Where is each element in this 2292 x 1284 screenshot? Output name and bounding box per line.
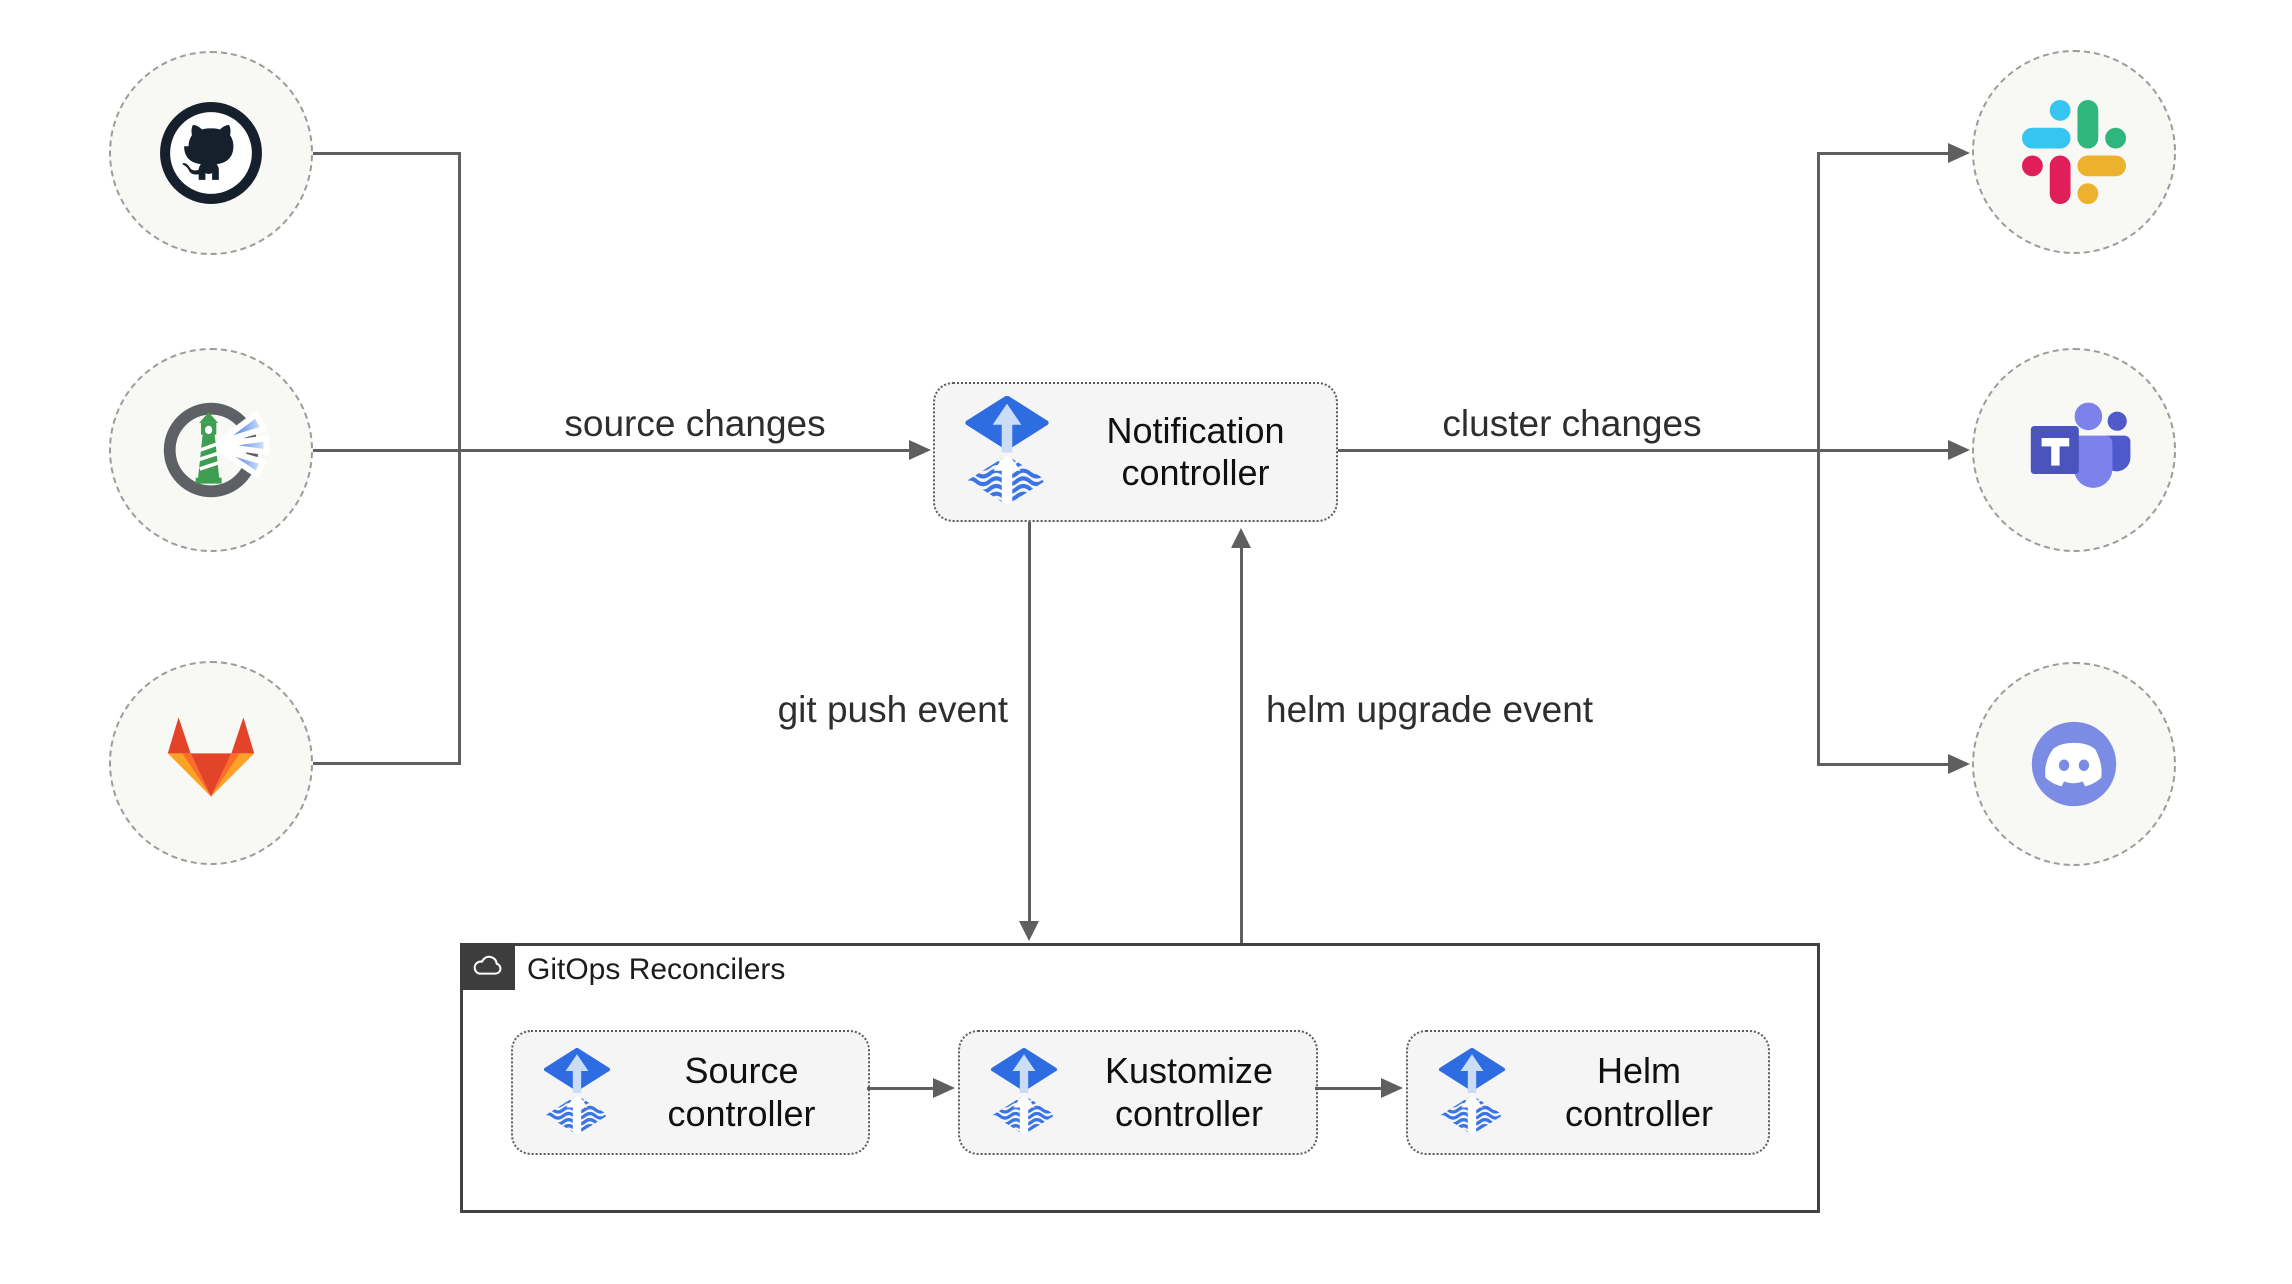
kustomize-controller-label-line2: controller <box>1114 1092 1264 1134</box>
gitops-reconcilers-group: GitOps Reconcilers Source controller Kus… <box>460 943 1820 1213</box>
edge-source-to-kustomize-arrowhead <box>933 1078 955 1098</box>
edge-cluster-changes-line <box>1338 449 1949 452</box>
edge-teams-arrowhead <box>1948 440 1970 460</box>
gitlab-node <box>109 661 313 865</box>
cloud-icon <box>471 953 505 980</box>
github-icon <box>155 97 267 209</box>
flux-icon <box>959 396 1055 509</box>
harbor-registry-node <box>109 348 313 552</box>
flux-icon <box>1434 1048 1510 1138</box>
notification-controller-label-line1: Notification <box>1106 409 1285 451</box>
edge-slack-arrowhead <box>1948 143 1970 163</box>
kustomize-controller-node: Kustomize controller <box>958 1030 1318 1155</box>
edge-source-changes-line <box>313 449 910 452</box>
helm-controller-label: Helm controller <box>1510 1050 1768 1135</box>
source-controller-label-line1: Source <box>684 1050 799 1092</box>
edge-label-cluster-changes: cluster changes <box>1442 403 1702 444</box>
kustomize-controller-label: Kustomize controller <box>1062 1050 1316 1135</box>
notification-controller-label: Notification controller <box>1055 410 1336 495</box>
slack-icon <box>2022 100 2126 204</box>
source-controller-node: Source controller <box>511 1030 870 1155</box>
edge-slack-line <box>1819 152 1949 155</box>
edge-discord-arrowhead <box>1948 754 1970 774</box>
edge-kustomize-to-helm-arrowhead <box>1381 1078 1403 1098</box>
helm-controller-node: Helm controller <box>1406 1030 1770 1155</box>
github-node <box>109 51 313 255</box>
notification-controller-label-line2: controller <box>1121 452 1270 493</box>
edge-label-helm-upgrade-event: helm upgrade event <box>1266 689 1594 730</box>
discord-node <box>1972 662 2176 866</box>
flux-icon <box>986 1048 1062 1138</box>
gitops-group-badge <box>460 943 515 990</box>
helm-controller-label-line2: controller <box>1564 1092 1714 1134</box>
gitops-group-title: GitOps Reconcilers <box>527 953 786 986</box>
discord-icon <box>2012 702 2136 826</box>
edge-helm-upgrade-line <box>1240 548 1243 943</box>
edge-helm-upgrade-arrowhead <box>1231 528 1251 548</box>
edge-right-junction-vertical <box>1817 152 1820 766</box>
ms-teams-icon <box>2014 390 2134 510</box>
kustomize-controller-label-line1: Kustomize <box>1104 1050 1274 1092</box>
edge-discord-line <box>1819 763 1949 766</box>
edge-source-changes-arrowhead <box>909 440 931 460</box>
edge-label-git-push-event: git push event <box>777 689 1008 730</box>
source-controller-label-line2: controller <box>667 1092 816 1134</box>
helm-controller-label-line1: Helm <box>1596 1050 1681 1092</box>
edge-github-junction <box>313 152 461 155</box>
flux-icon <box>539 1048 615 1138</box>
edge-git-push-arrowhead <box>1019 921 1039 941</box>
edge-label-source-changes: source changes <box>564 403 826 444</box>
edge-gitlab-junction <box>313 762 461 765</box>
edge-git-push-line <box>1028 522 1031 922</box>
ms-teams-node <box>1972 348 2176 552</box>
gitlab-icon <box>151 703 271 823</box>
slack-node <box>1972 50 2176 254</box>
notification-controller-node: Notification controller <box>933 382 1338 522</box>
edge-kustomize-to-helm-line <box>1315 1087 1381 1090</box>
edge-source-to-kustomize-line <box>867 1087 933 1090</box>
edge-left-junction-vertical <box>458 152 461 765</box>
harbor-registry-lighthouse-icon <box>152 391 270 509</box>
source-controller-label: Source controller <box>615 1050 868 1135</box>
